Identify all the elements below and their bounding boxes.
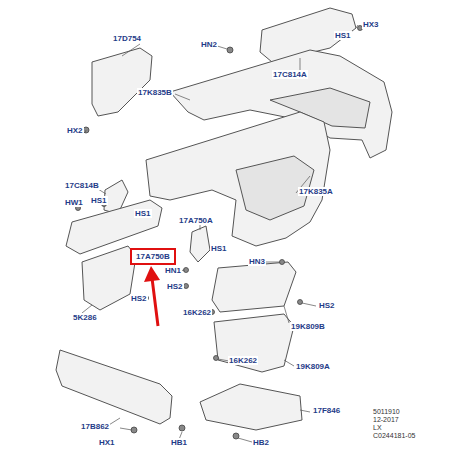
drawing-note: 12-2017 [372,416,400,424]
part-number: HN1 [164,266,182,275]
trim-19k809b [212,262,296,312]
drawing-note: 5011910 [372,408,401,416]
part-number: HS1 [210,244,228,253]
part-number: HW1 [64,198,84,207]
part-number: HB1 [170,438,188,447]
lower-bumper-cover [146,112,330,246]
part-number: 17A750A [178,216,214,225]
panel-5k286 [82,246,136,310]
part-number: 16K262 [182,308,212,317]
bracket-17a750a [190,226,210,262]
part-number: HS1 [334,31,352,40]
part-number: 17K835A [298,187,334,196]
part-number: HS1 [90,196,108,205]
part-number: 17A750B [136,252,170,261]
drawing-note: C0244181-05 [372,432,416,440]
trim-19k809a [214,314,294,372]
part-number: HN3 [248,257,266,266]
part-number: 17F846 [312,406,341,415]
part-number: 19K809B [290,322,326,331]
reinforcement-beam [56,350,172,424]
part-number: HS1 [134,209,152,218]
part-number: HB2 [252,438,270,447]
part-number: 17C814A [272,70,308,79]
part-number: HX2 [66,126,84,135]
part-number: HX3 [362,20,380,29]
part-number: 19K809A [295,362,331,371]
part-number: HS2 [318,301,336,310]
long-bracket [66,200,162,254]
part-number: HS2 [130,294,148,303]
part-number: 17C814B [64,181,100,190]
part-number: HX1 [98,438,116,447]
part-number: 5K286 [72,313,98,322]
drawing-note: LX [372,424,383,432]
part-number: HS2 [166,282,184,291]
part-number: 17B862 [80,422,110,431]
undertray [200,384,302,430]
part-number: 16K262 [228,356,258,365]
part-number: HN2 [200,40,218,49]
part-number: 17K835B [137,88,173,97]
part-number: 17D754 [112,34,142,43]
highlight-box: 17A750B [130,248,176,265]
side-bracket [92,48,152,116]
